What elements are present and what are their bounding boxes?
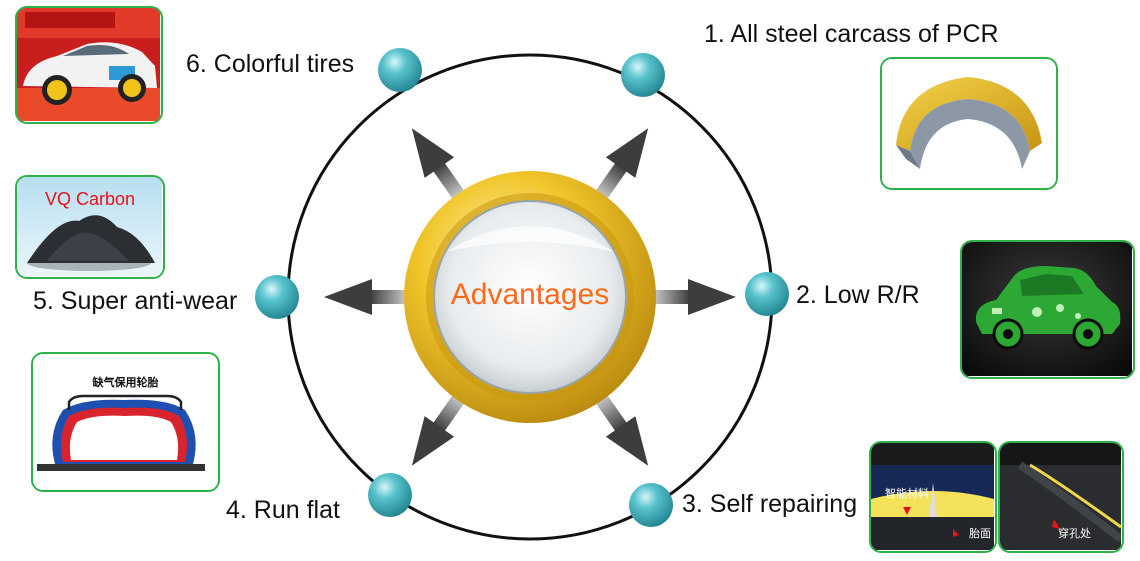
repair-puncture-label: 穿孔处 xyxy=(1058,527,1091,540)
center-label: Advantages xyxy=(450,278,610,311)
arrow-left xyxy=(324,279,410,315)
node-3 xyxy=(629,483,673,527)
run-flat-caption: 缺气保用轮胎 xyxy=(92,376,159,389)
colorful-tires-photo xyxy=(15,6,163,124)
label-super-anti-wear: 5. Super anti-wear xyxy=(33,287,238,315)
arrow-lower-right xyxy=(593,391,649,466)
carbon-caption: VQ Carbon xyxy=(44,189,136,209)
label-self-repairing: 3. Self repairing xyxy=(682,490,858,518)
arrow-upper-left xyxy=(411,128,467,203)
arrow-right xyxy=(650,279,736,315)
arrow-upper-right xyxy=(593,128,649,203)
self-repair-photo-2: 穿孔处 xyxy=(998,441,1124,553)
low-rr-photo xyxy=(960,240,1135,379)
label-run-flat: 4. Run flat xyxy=(226,496,340,524)
label-low-rr: 2. Low R/R xyxy=(796,281,920,309)
center-emblem xyxy=(404,171,656,423)
node-4 xyxy=(368,473,412,517)
node-1 xyxy=(621,53,665,97)
self-repair-photo-1: 智能材料 胎面 xyxy=(869,441,997,553)
repair-tread-label: 胎面 xyxy=(969,527,991,540)
repair-material-label: 智能材料 xyxy=(885,487,929,500)
run-flat-diagram: 缺气保用轮胎 xyxy=(31,352,220,492)
node-6 xyxy=(378,48,422,92)
carbon-photo: VQ Carbon xyxy=(15,175,165,279)
label-all-steel-carcass: 1. All steel carcass of PCR xyxy=(704,20,999,48)
steel-carcass-photo xyxy=(880,57,1058,190)
arrow-lower-left xyxy=(411,391,467,466)
label-colorful-tires: 6. Colorful tires xyxy=(186,50,355,78)
node-5 xyxy=(255,275,299,319)
node-2 xyxy=(745,272,789,316)
